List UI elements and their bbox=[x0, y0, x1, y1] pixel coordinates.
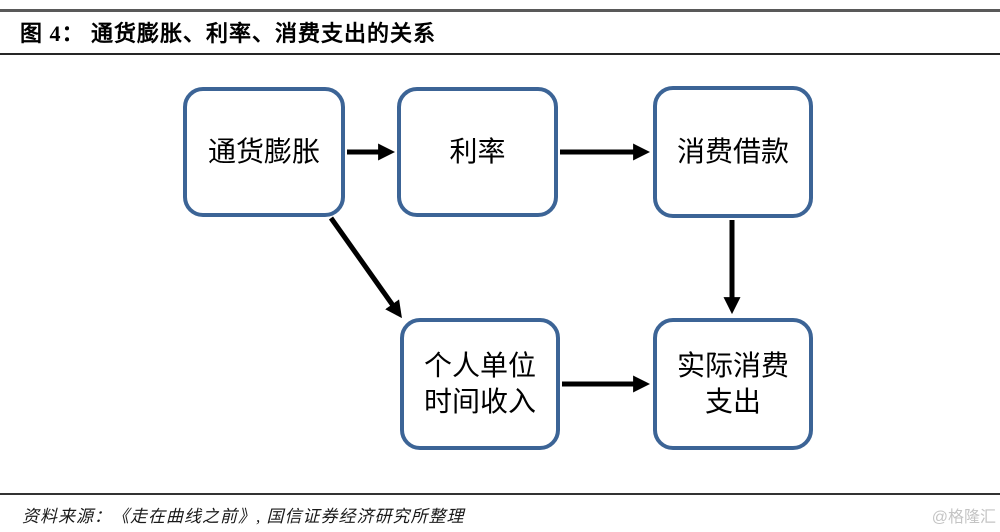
node-inflation-label: 通货膨胀 bbox=[207, 135, 320, 167]
source-note: 资料来源：《走在曲线之前》, 国信证券经济研究所整理 bbox=[22, 507, 465, 526]
watermark-gelonghui: @格隆汇 bbox=[931, 509, 996, 526]
node-actual-spending-label: 实际消费 支出 bbox=[676, 349, 789, 417]
top-rule bbox=[0, 9, 1000, 12]
arrow-inflation-to-income bbox=[328, 216, 402, 319]
node-interest-rate: 利率 bbox=[397, 87, 558, 217]
node-inflation: 通货膨胀 bbox=[183, 87, 345, 217]
node-personal-income-per-unit-time: 个人单位 时间收入 bbox=[400, 318, 560, 450]
figure-title: 图 4： 通货膨胀、利率、消费支出的关系 bbox=[20, 21, 437, 46]
node-interest-rate-label: 利率 bbox=[449, 135, 506, 167]
title-underline-rule bbox=[0, 53, 1000, 55]
node-consumer-borrowing: 消费借款 bbox=[653, 86, 813, 218]
node-actual-consumer-spending: 实际消费 支出 bbox=[653, 318, 813, 450]
footer-rule bbox=[0, 493, 1000, 495]
node-personal-income-label: 个人单位 时间收入 bbox=[423, 349, 536, 417]
node-consumer-borrowing-label: 消费借款 bbox=[676, 135, 789, 167]
